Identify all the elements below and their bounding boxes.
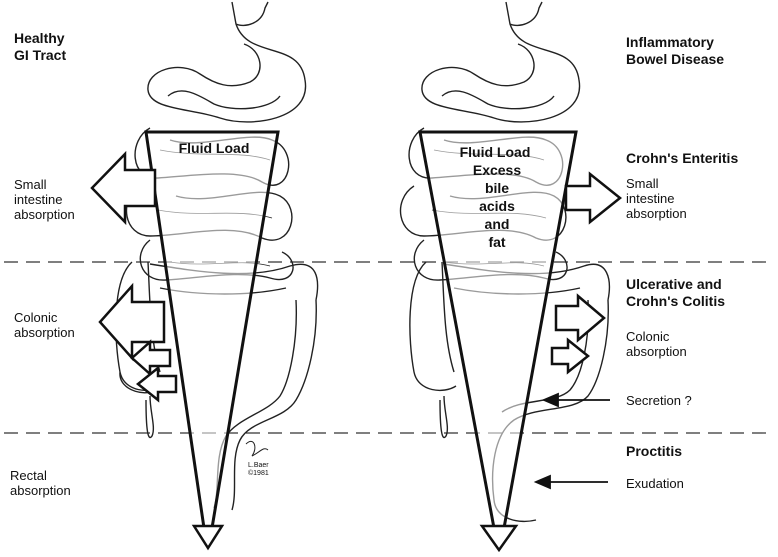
left-rectal-label: Rectal absorption — [10, 468, 71, 498]
colitis-label: Ulcerative and Crohn's Colitis — [626, 276, 725, 310]
left-signature-mark — [246, 441, 268, 456]
right-appendix — [440, 396, 447, 438]
left-panel-title: Healthy GI Tract — [14, 30, 66, 64]
right-colonic-arrow-small — [552, 340, 588, 372]
secretion-label: Secretion ? — [626, 393, 692, 408]
left-fluid-funnel — [146, 132, 278, 546]
crohns-enteritis-label: Crohn's Enteritis — [626, 150, 738, 167]
right-colonic-label: Colonic absorption — [626, 329, 687, 359]
left-stomach-fold — [168, 91, 280, 109]
right-panel-title: Inflammatory Bowel Disease — [626, 34, 724, 68]
left-appendix — [146, 396, 153, 438]
right-stomach-fold — [442, 91, 554, 109]
right-funnel-arrowhead — [482, 526, 516, 550]
exudation-arrow-head — [536, 476, 550, 488]
right-colonic-arrow — [556, 296, 604, 340]
right-small-intestine-label: Small intestine absorption — [626, 176, 687, 221]
left-small-intestine-arrow — [92, 154, 155, 222]
exudation-label: Exudation — [626, 476, 684, 491]
left-colonic-arrow-small — [132, 342, 170, 374]
right-small-intestine-arrow — [566, 174, 620, 222]
left-stomach — [148, 2, 306, 122]
left-colonic-label: Colonic absorption — [14, 310, 75, 340]
right-funnel-sublabel: Excess bile acids and fat — [460, 161, 534, 251]
right-funnel-label: Fluid Load — [450, 144, 540, 161]
right-inward-arrows — [536, 394, 610, 488]
signature: L.Baer ©1981 — [248, 462, 269, 478]
secretion-arrow-head — [544, 394, 558, 406]
proctitis-label: Proctitis — [626, 443, 682, 460]
left-funnel-arrowhead — [194, 526, 222, 548]
left-rectal-arrow — [138, 368, 176, 400]
right-stomach — [422, 2, 580, 122]
left-funnel-label: Fluid Load — [164, 140, 264, 157]
left-small-intestine-label: Small intestine absorption — [14, 177, 75, 222]
